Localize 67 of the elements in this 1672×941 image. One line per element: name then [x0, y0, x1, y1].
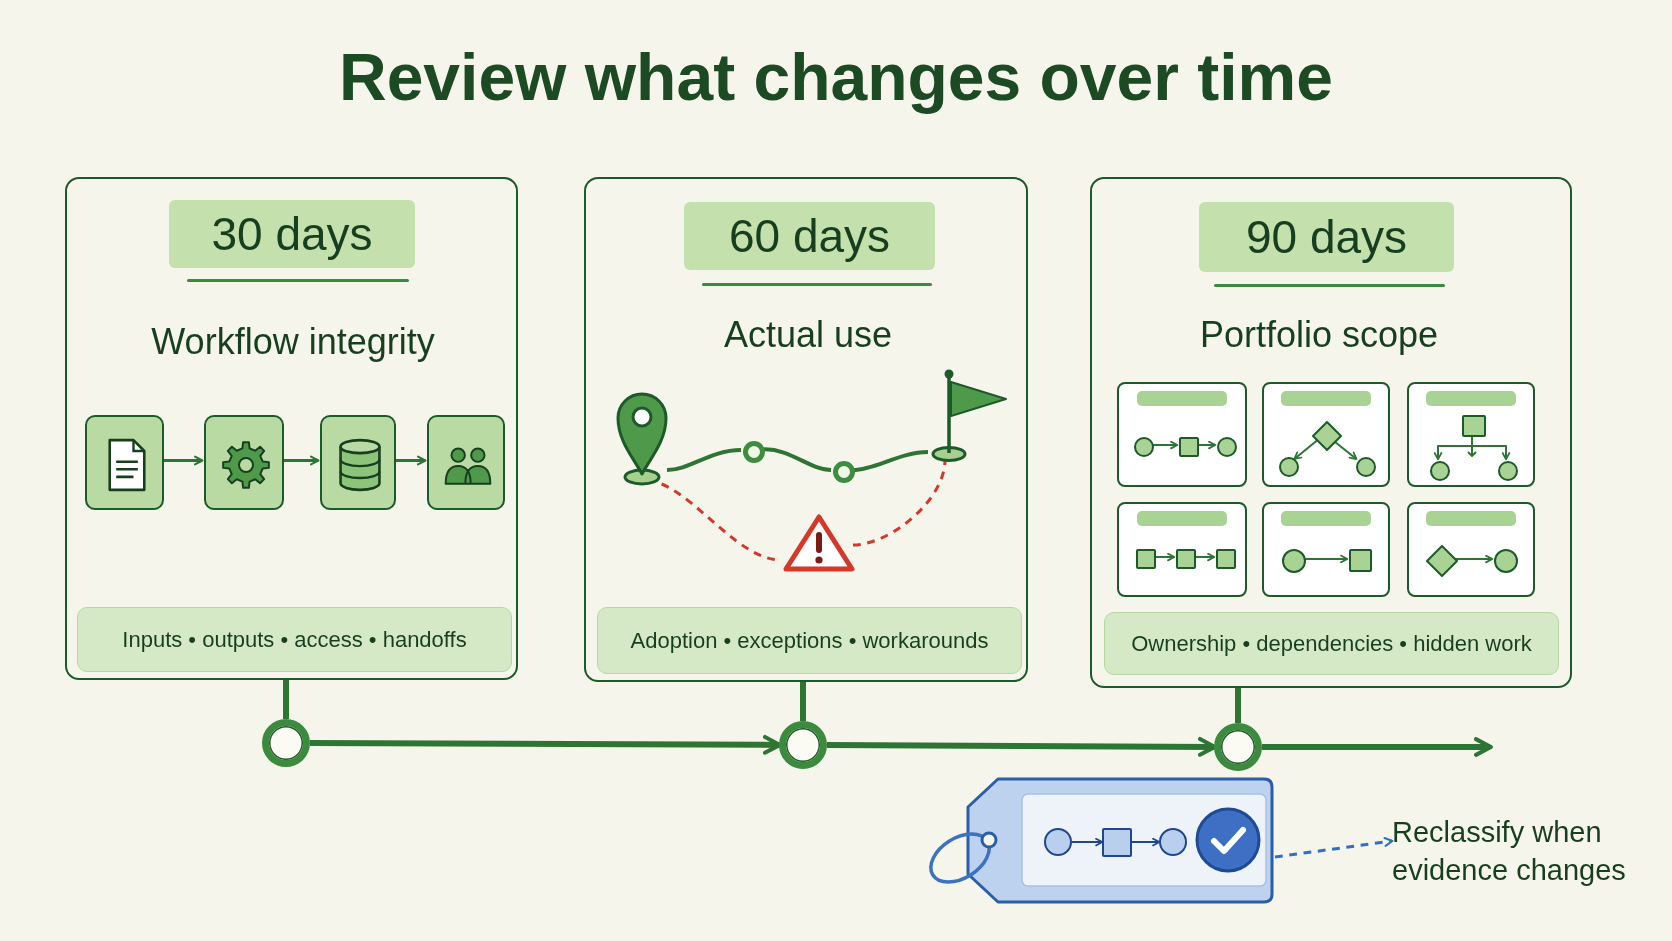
- flow-diamond: [1426, 545, 1458, 577]
- flow-circle: [1498, 461, 1518, 481]
- connector-line: [762, 446, 831, 472]
- step-box: [427, 415, 505, 510]
- page-title: Review what changes over time: [339, 40, 1333, 116]
- connector-line: [852, 449, 928, 472]
- flow-square: [1102, 828, 1132, 857]
- arrow: [1131, 837, 1161, 847]
- arrow: [1293, 438, 1318, 460]
- arrow: [310, 734, 782, 755]
- mini-diagram-card: [1407, 502, 1535, 597]
- duration-banner: 90 days: [1199, 202, 1454, 272]
- flow-circle: [1282, 549, 1306, 573]
- dashed-arrow: [1274, 837, 1394, 859]
- flag-marker: [930, 368, 1008, 462]
- flow-square: [1136, 549, 1156, 569]
- flow-square: [1216, 549, 1236, 569]
- mini-diagram-card: [1117, 502, 1247, 597]
- dashed-connector-line: [852, 459, 946, 546]
- flow-circle: [1430, 461, 1450, 481]
- connector-line: [283, 680, 289, 719]
- flow-square: [1462, 415, 1486, 437]
- timeline-panel: [65, 177, 518, 680]
- flow-square: [1179, 437, 1199, 457]
- arrow: [827, 736, 1217, 757]
- step-box: [85, 415, 164, 510]
- waypoint-marker: [833, 461, 855, 483]
- duration-banner: 30 days: [169, 200, 415, 268]
- arrow: [1453, 554, 1493, 563]
- flow-circle: [1356, 457, 1376, 477]
- mini-diagram-card: [1117, 382, 1247, 487]
- flow-square: [1349, 549, 1372, 572]
- timeline-panel: [584, 177, 1028, 682]
- waypoint-marker: [743, 441, 765, 463]
- flow-circle: [1134, 437, 1154, 457]
- timeline-marker: [262, 719, 310, 767]
- flow-circle: [1494, 549, 1518, 573]
- panel-heading: Portfolio scope: [1199, 314, 1439, 356]
- mini-diagram-card: [1262, 382, 1390, 487]
- step-box: [320, 415, 396, 510]
- flow-square: [1176, 549, 1196, 569]
- arrow: [393, 455, 426, 465]
- arrow: [1071, 837, 1104, 847]
- keywords-banner: Inputs • outputs • access • handoffs: [77, 607, 512, 672]
- annotation-text: Reclassify when evidence changes: [1392, 814, 1628, 890]
- arrow: [281, 455, 319, 465]
- keywords-banner: Adoption • exceptions • workarounds: [597, 607, 1022, 674]
- mini-diagram-card: [1262, 502, 1390, 597]
- flow-diamond: [1312, 421, 1342, 451]
- connector-line: [800, 682, 806, 721]
- connector-line: [1235, 688, 1241, 723]
- duration-banner: 60 days: [684, 202, 935, 270]
- mini-diagram-card: [1407, 382, 1535, 487]
- timeline-marker: [1214, 723, 1262, 771]
- flow-circle: [1217, 437, 1237, 457]
- location-pin: [615, 390, 669, 486]
- timeline-panel: [1090, 177, 1572, 688]
- timeline-marker: [779, 721, 827, 769]
- warning-triangle: [783, 513, 855, 573]
- arrow: [161, 455, 203, 465]
- connector-line: [666, 447, 741, 472]
- step-box: [204, 415, 284, 510]
- panel-heading: Actual use: [723, 314, 893, 356]
- flow-circle: [1279, 457, 1299, 477]
- keywords-banner: Ownership • dependencies • hidden work: [1104, 612, 1559, 675]
- arrow: [1262, 737, 1493, 757]
- panel-heading: Workflow integrity: [151, 321, 435, 363]
